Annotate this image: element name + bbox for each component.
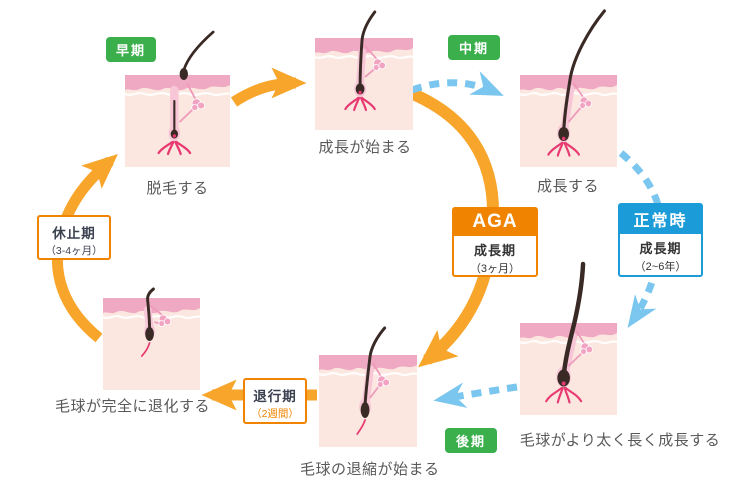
- node-label-shed: 脱毛する: [146, 180, 209, 197]
- aga-box-phase: 成長期: [473, 243, 516, 258]
- normal-box-phase: 成長期: [639, 241, 682, 256]
- rest-period-box: 休止期 （3-4ヶ月）: [37, 215, 111, 260]
- badge-late-stage: 後期: [445, 428, 497, 453]
- regression-period-box: 退行期 （2週間）: [243, 378, 307, 424]
- normal-box-duration: （2~6年）: [634, 261, 687, 273]
- regression-box-duration: （2週間）: [251, 408, 299, 420]
- node-label-regression-start: 毛球の退縮が始まる: [300, 461, 440, 478]
- aga-box-duration: （3ヶ月）: [469, 263, 521, 275]
- arrow-growth-start-to-grow: [410, 71, 504, 96]
- badge-middle-stage: 中期: [448, 35, 500, 60]
- node-label-growth-start: 成長が始まる: [318, 139, 412, 156]
- normal-box-header: 正常時: [620, 205, 701, 234]
- node-label-grow: 成長する: [536, 178, 599, 195]
- rest-box-title: 休止期: [52, 226, 96, 241]
- aga-growth-period-box: AGA 成長期 （3ヶ月）: [452, 207, 538, 277]
- node-label-fully-regressed: 毛球が完全に退化する: [55, 398, 211, 415]
- rest-box-duration: （3-4ヶ月）: [45, 245, 103, 257]
- node-label-grow-thicker: 毛球がより太く長く成長する: [519, 432, 721, 449]
- aga-box-header: AGA: [454, 209, 536, 236]
- normal-growth-period-box: 正常時 成長期 （2~6年）: [618, 203, 703, 277]
- arrow-shed-to-growth-start: [230, 67, 307, 107]
- badge-early-stage: 早期: [106, 37, 156, 62]
- regression-box-title: 退行期: [253, 389, 297, 404]
- arrow-thicker-to-regression-start: [433, 382, 518, 408]
